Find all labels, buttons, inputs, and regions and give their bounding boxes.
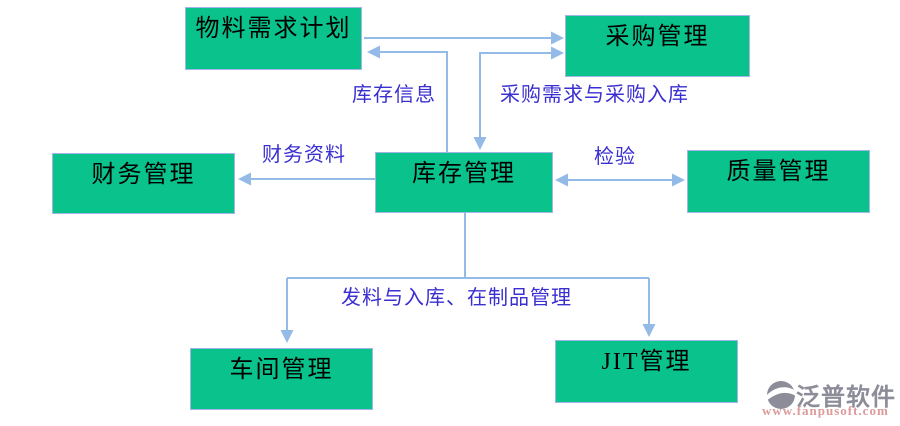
node-finance: 财务管理 (52, 153, 235, 214)
arrowhead-into-mrp (367, 45, 380, 59)
node-inventory: 库存管理 (375, 152, 553, 213)
arrowhead-into-quality (672, 173, 685, 187)
watermark-url-text: www.fanpusoft.com (762, 403, 889, 418)
arrowhead-into-jit (642, 324, 656, 337)
node-workshop: 车间管理 (190, 348, 373, 410)
arrowhead-into-purchasing-bottom (551, 46, 564, 60)
arrowhead-into-workshop (280, 330, 294, 343)
edge-label-purchase-flow: 采购需求与采购入库 (500, 84, 689, 106)
edge-label-finance-data: 财务资料 (262, 144, 346, 166)
node-purchasing: 采购管理 (565, 15, 750, 77)
node-mrp: 物料需求计划 (185, 7, 362, 70)
edge-label-inspection: 检验 (594, 146, 636, 168)
edge-label-issue-flow: 发料与入库、在制品管理 (341, 287, 572, 309)
watermark-brand-text: 泛普软件 (796, 385, 896, 411)
edge-label-inventory-info: 库存信息 (352, 84, 436, 106)
fanpu-logo-icon (766, 381, 796, 409)
arrowhead-into-purchasing-top (551, 31, 564, 45)
arrowhead-into-inventory-right (555, 173, 568, 187)
node-jit: JIT管理 (555, 340, 738, 403)
watermark: 泛普软件 www.fanpusoft.com (762, 376, 896, 420)
node-quality: 质量管理 (687, 150, 870, 213)
arrowhead-into-inventory-top (473, 137, 487, 150)
arrowhead-into-finance (238, 172, 251, 186)
